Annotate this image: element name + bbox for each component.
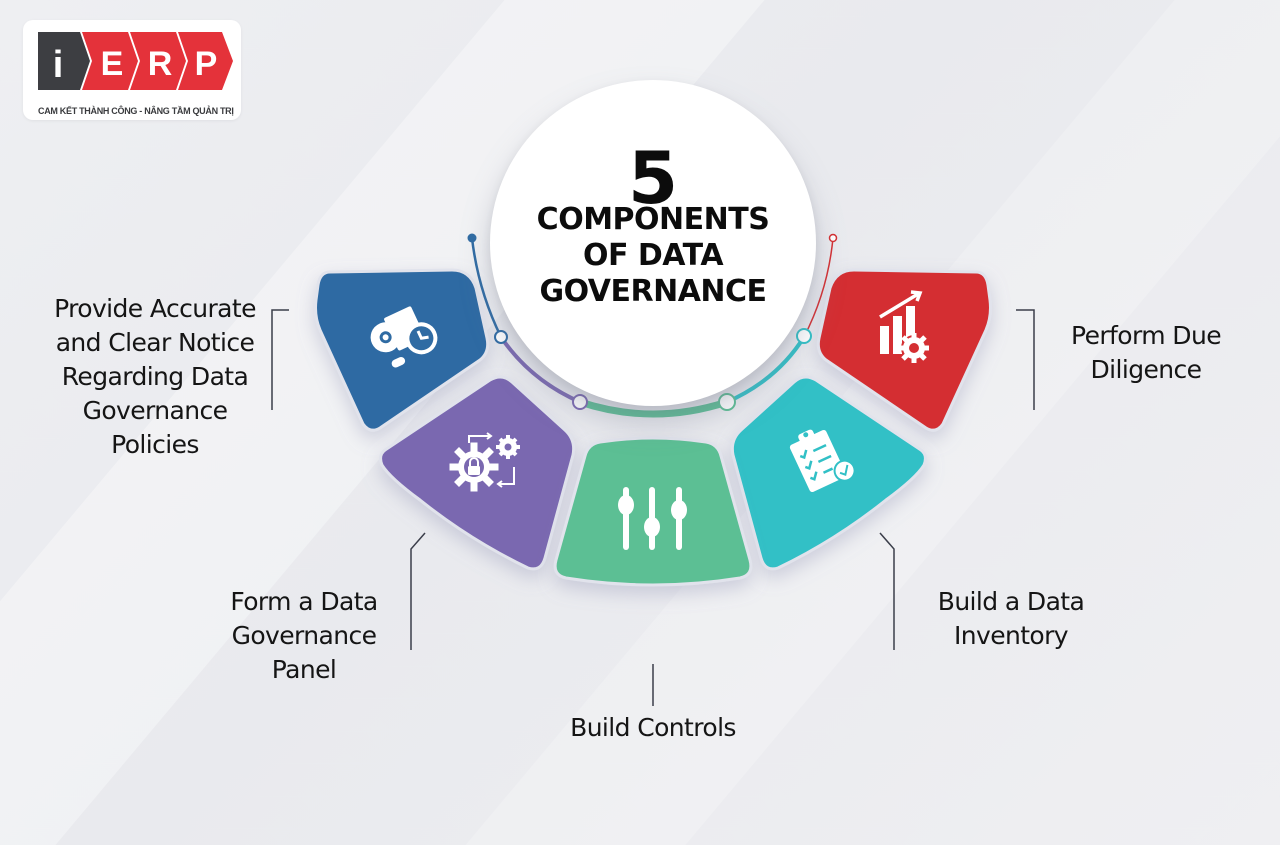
ierp-logo: i E R P	[38, 32, 233, 90]
arc-red	[803, 237, 834, 338]
sliders-icon	[618, 487, 687, 550]
arc-teal	[726, 335, 806, 404]
leader-inventory	[879, 532, 895, 650]
leader-diligence	[1016, 309, 1035, 410]
label-diligence: Perform Due Diligence	[1071, 321, 1222, 384]
arc-node-blue-purple	[494, 330, 508, 344]
title-circle: 5 COMPONENTS OF DATA GOVERNANCE	[490, 80, 816, 406]
leader-panel	[410, 532, 426, 650]
arc-dot-blue	[467, 233, 477, 243]
title-line: OF DATA	[582, 238, 724, 273]
logo-card: i E R P CAM KẾT THÀNH CÔNG - NÂNG TẦM QU…	[23, 20, 241, 120]
gear-board-clock-icon	[370, 306, 438, 368]
arc-purple	[499, 335, 581, 404]
logo-letter-e: E	[101, 45, 124, 83]
label-controls: Build Controls	[570, 713, 736, 742]
logo-tagline: CAM KẾT THÀNH CÔNG - NÂNG TẦM QUẢN TRỊ	[38, 106, 234, 116]
arc-node-purple-green	[572, 394, 588, 410]
gear-lock-cycle-icon	[449, 432, 520, 492]
logo-letter-r: R	[148, 45, 173, 83]
title-line: COMPONENTS	[536, 202, 770, 237]
title-line: GOVERNANCE	[539, 274, 767, 309]
chart-growth-gear-icon	[879, 290, 929, 363]
segment-notice	[314, 268, 490, 432]
page-title: COMPONENTS OF DATA GOVERNANCE	[490, 202, 816, 310]
arc-green	[578, 398, 729, 418]
arc-node-teal-red	[796, 328, 812, 344]
arc-node-green-teal	[718, 393, 736, 411]
label-panel: Form a Data Governance Panel	[230, 587, 378, 684]
logo-letter-i: i	[53, 44, 64, 86]
label-notice: Provide Accurate and Clear Notice Regard…	[54, 294, 256, 459]
leader-notice	[271, 309, 289, 410]
title-number: 5	[627, 136, 679, 220]
label-inventory: Build a Data Inventory	[937, 587, 1085, 650]
clipboard-checklist-icon	[789, 429, 856, 493]
arc-blue	[470, 237, 503, 338]
arc-dot-red	[828, 233, 838, 243]
logo-letter-p: P	[195, 45, 218, 83]
